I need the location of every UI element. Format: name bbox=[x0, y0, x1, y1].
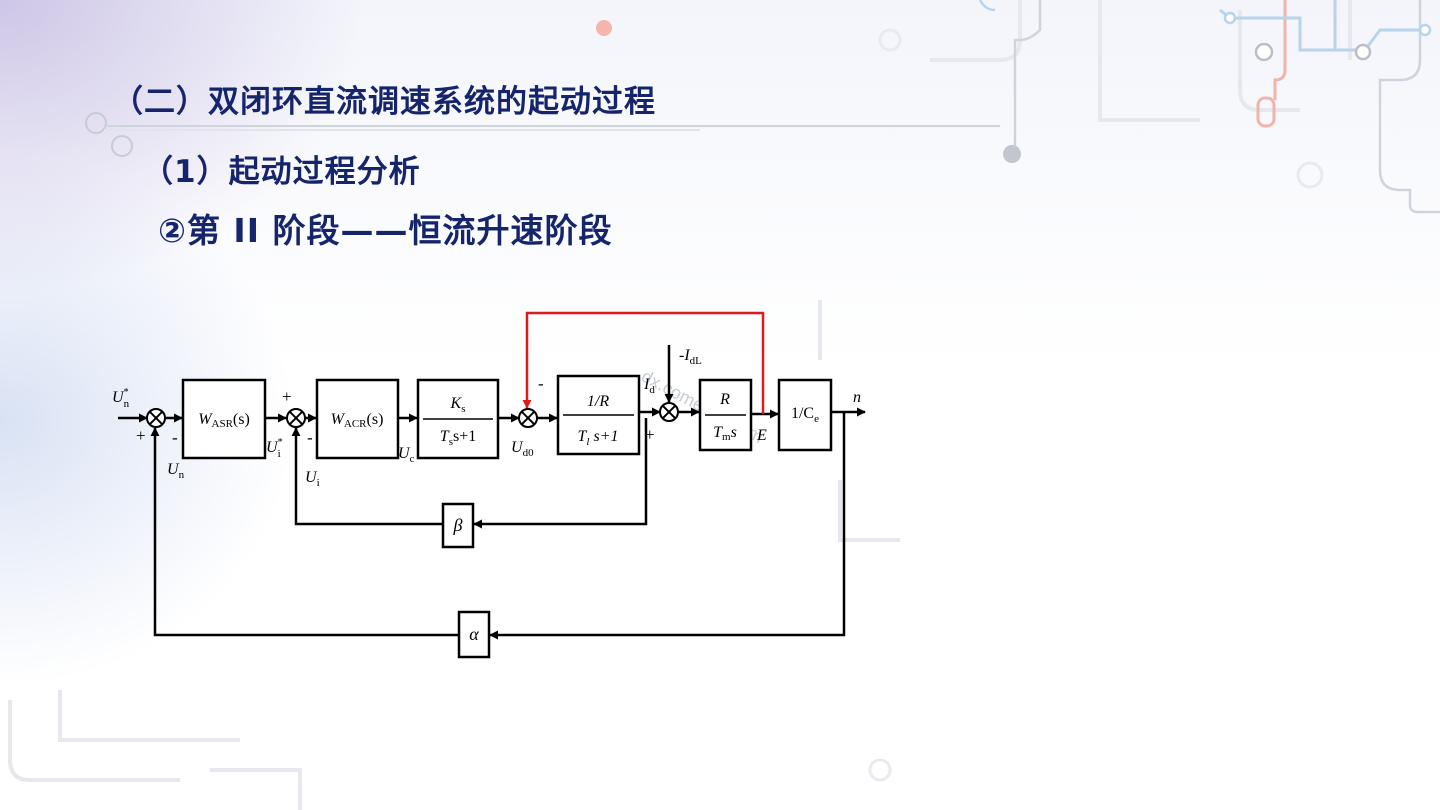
emf-block bbox=[777, 378, 833, 452]
acr-label: WACR(s) bbox=[331, 411, 384, 430]
label-un: Un bbox=[167, 461, 185, 481]
stage-title: ②第 II 阶段——恒流升速阶段 bbox=[158, 211, 613, 250]
asr-label: WASR(s) bbox=[198, 411, 250, 430]
label-e: E bbox=[756, 427, 767, 444]
sign-s4-plus: + bbox=[645, 425, 655, 444]
summing-junction-speed bbox=[146, 408, 166, 428]
sign-s2-minus: - bbox=[307, 428, 313, 447]
speed-feedback-line-b bbox=[150, 427, 458, 637]
alpha-label: α bbox=[469, 624, 479, 644]
section-title: （二）双闭环直流调速系统的起动过程 bbox=[112, 84, 656, 120]
acr-block bbox=[315, 378, 400, 460]
sign-s1-minus: - bbox=[172, 428, 178, 447]
beta-label: β bbox=[453, 515, 463, 535]
subsection-title: （1）起动过程分析 bbox=[142, 154, 421, 190]
converter-numerator: Ks bbox=[450, 395, 466, 415]
emf-feedback-highlight-line bbox=[522, 311, 765, 414]
converter-denominator: Tss+1 bbox=[440, 428, 476, 448]
sign-s3-minus: - bbox=[538, 374, 544, 393]
current-feedback-line-b bbox=[291, 427, 442, 526]
armature-denominator: Tl s+1 bbox=[578, 428, 619, 448]
beta-block bbox=[441, 502, 475, 549]
mechanical-numerator: R bbox=[719, 391, 730, 408]
label-n: n bbox=[853, 389, 861, 406]
armature-numerator: 1/R bbox=[587, 393, 609, 410]
sign-s1-plus: + bbox=[136, 426, 146, 445]
label-ui-ref: U*i bbox=[266, 437, 283, 460]
sign-s2-plus: + bbox=[282, 387, 292, 406]
summing-junction-current bbox=[286, 408, 306, 428]
mechanical-denominator: Tms bbox=[713, 424, 737, 443]
label-ud0: Ud0 bbox=[511, 439, 534, 459]
summing-junction-load bbox=[659, 402, 679, 422]
label-un-ref: U*n bbox=[112, 387, 130, 410]
emf-label: 1/Ce bbox=[791, 405, 819, 425]
alpha-block bbox=[457, 610, 491, 659]
label-idl: -IdL bbox=[679, 347, 702, 367]
current-feedback-line-a bbox=[473, 418, 648, 529]
label-id: Id bbox=[643, 376, 655, 396]
asr-block bbox=[181, 378, 267, 460]
label-uc: Uc bbox=[398, 445, 415, 465]
label-ui: Ui bbox=[305, 469, 320, 489]
speed-feedback-line-a bbox=[489, 412, 846, 640]
summing-junction-voltage bbox=[518, 408, 538, 428]
